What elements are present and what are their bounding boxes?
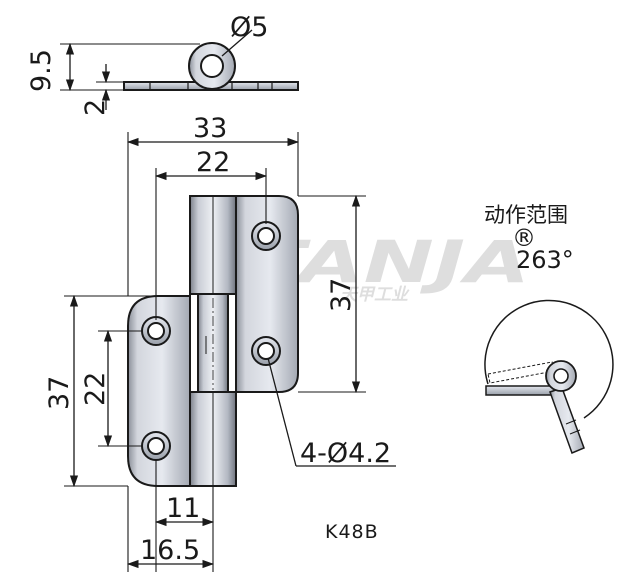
offset-small-label: 11 bbox=[166, 493, 200, 524]
rotation-arc bbox=[484, 299, 614, 419]
hole-span-horizontal-label: 22 bbox=[196, 147, 230, 178]
hole-callout-label: 4-Ø4.2 bbox=[300, 438, 391, 469]
right-leaf-hole-top bbox=[257, 227, 275, 245]
left-leaf-hole-bottom bbox=[147, 437, 165, 455]
rotation-label: 动作范围 bbox=[484, 203, 568, 227]
hole-span-vertical-label: 22 bbox=[80, 372, 111, 406]
rotation-diagram: 动作范围 263° bbox=[484, 203, 614, 454]
thickness-label: 2 bbox=[80, 99, 111, 116]
right-leaf-hole-bottom bbox=[257, 342, 275, 360]
fixed-leaf bbox=[485, 385, 555, 396]
front-view: 33 22 37 37 22 4-Ø4.2 11 16.5 bbox=[44, 113, 396, 572]
model-number: K48B bbox=[325, 521, 379, 543]
right-leaf-height-label: 37 bbox=[326, 278, 357, 312]
left-leaf-height-label: 37 bbox=[44, 376, 75, 410]
left-leaf-hole-top bbox=[147, 322, 165, 340]
top-pin-hole bbox=[200, 54, 224, 78]
top-side-view: Ø5 9.5 2 bbox=[26, 12, 299, 116]
offset-large-label: 16.5 bbox=[140, 535, 200, 566]
rotation-angle: 263° bbox=[516, 246, 574, 274]
pin-diameter-label: Ø5 bbox=[230, 12, 268, 43]
overall-width-label: 33 bbox=[193, 113, 227, 144]
rotating-leaf bbox=[549, 387, 585, 454]
height-top-label: 9.5 bbox=[26, 49, 57, 92]
right-leaf bbox=[235, 195, 299, 393]
registered-mark: ® bbox=[512, 224, 536, 252]
